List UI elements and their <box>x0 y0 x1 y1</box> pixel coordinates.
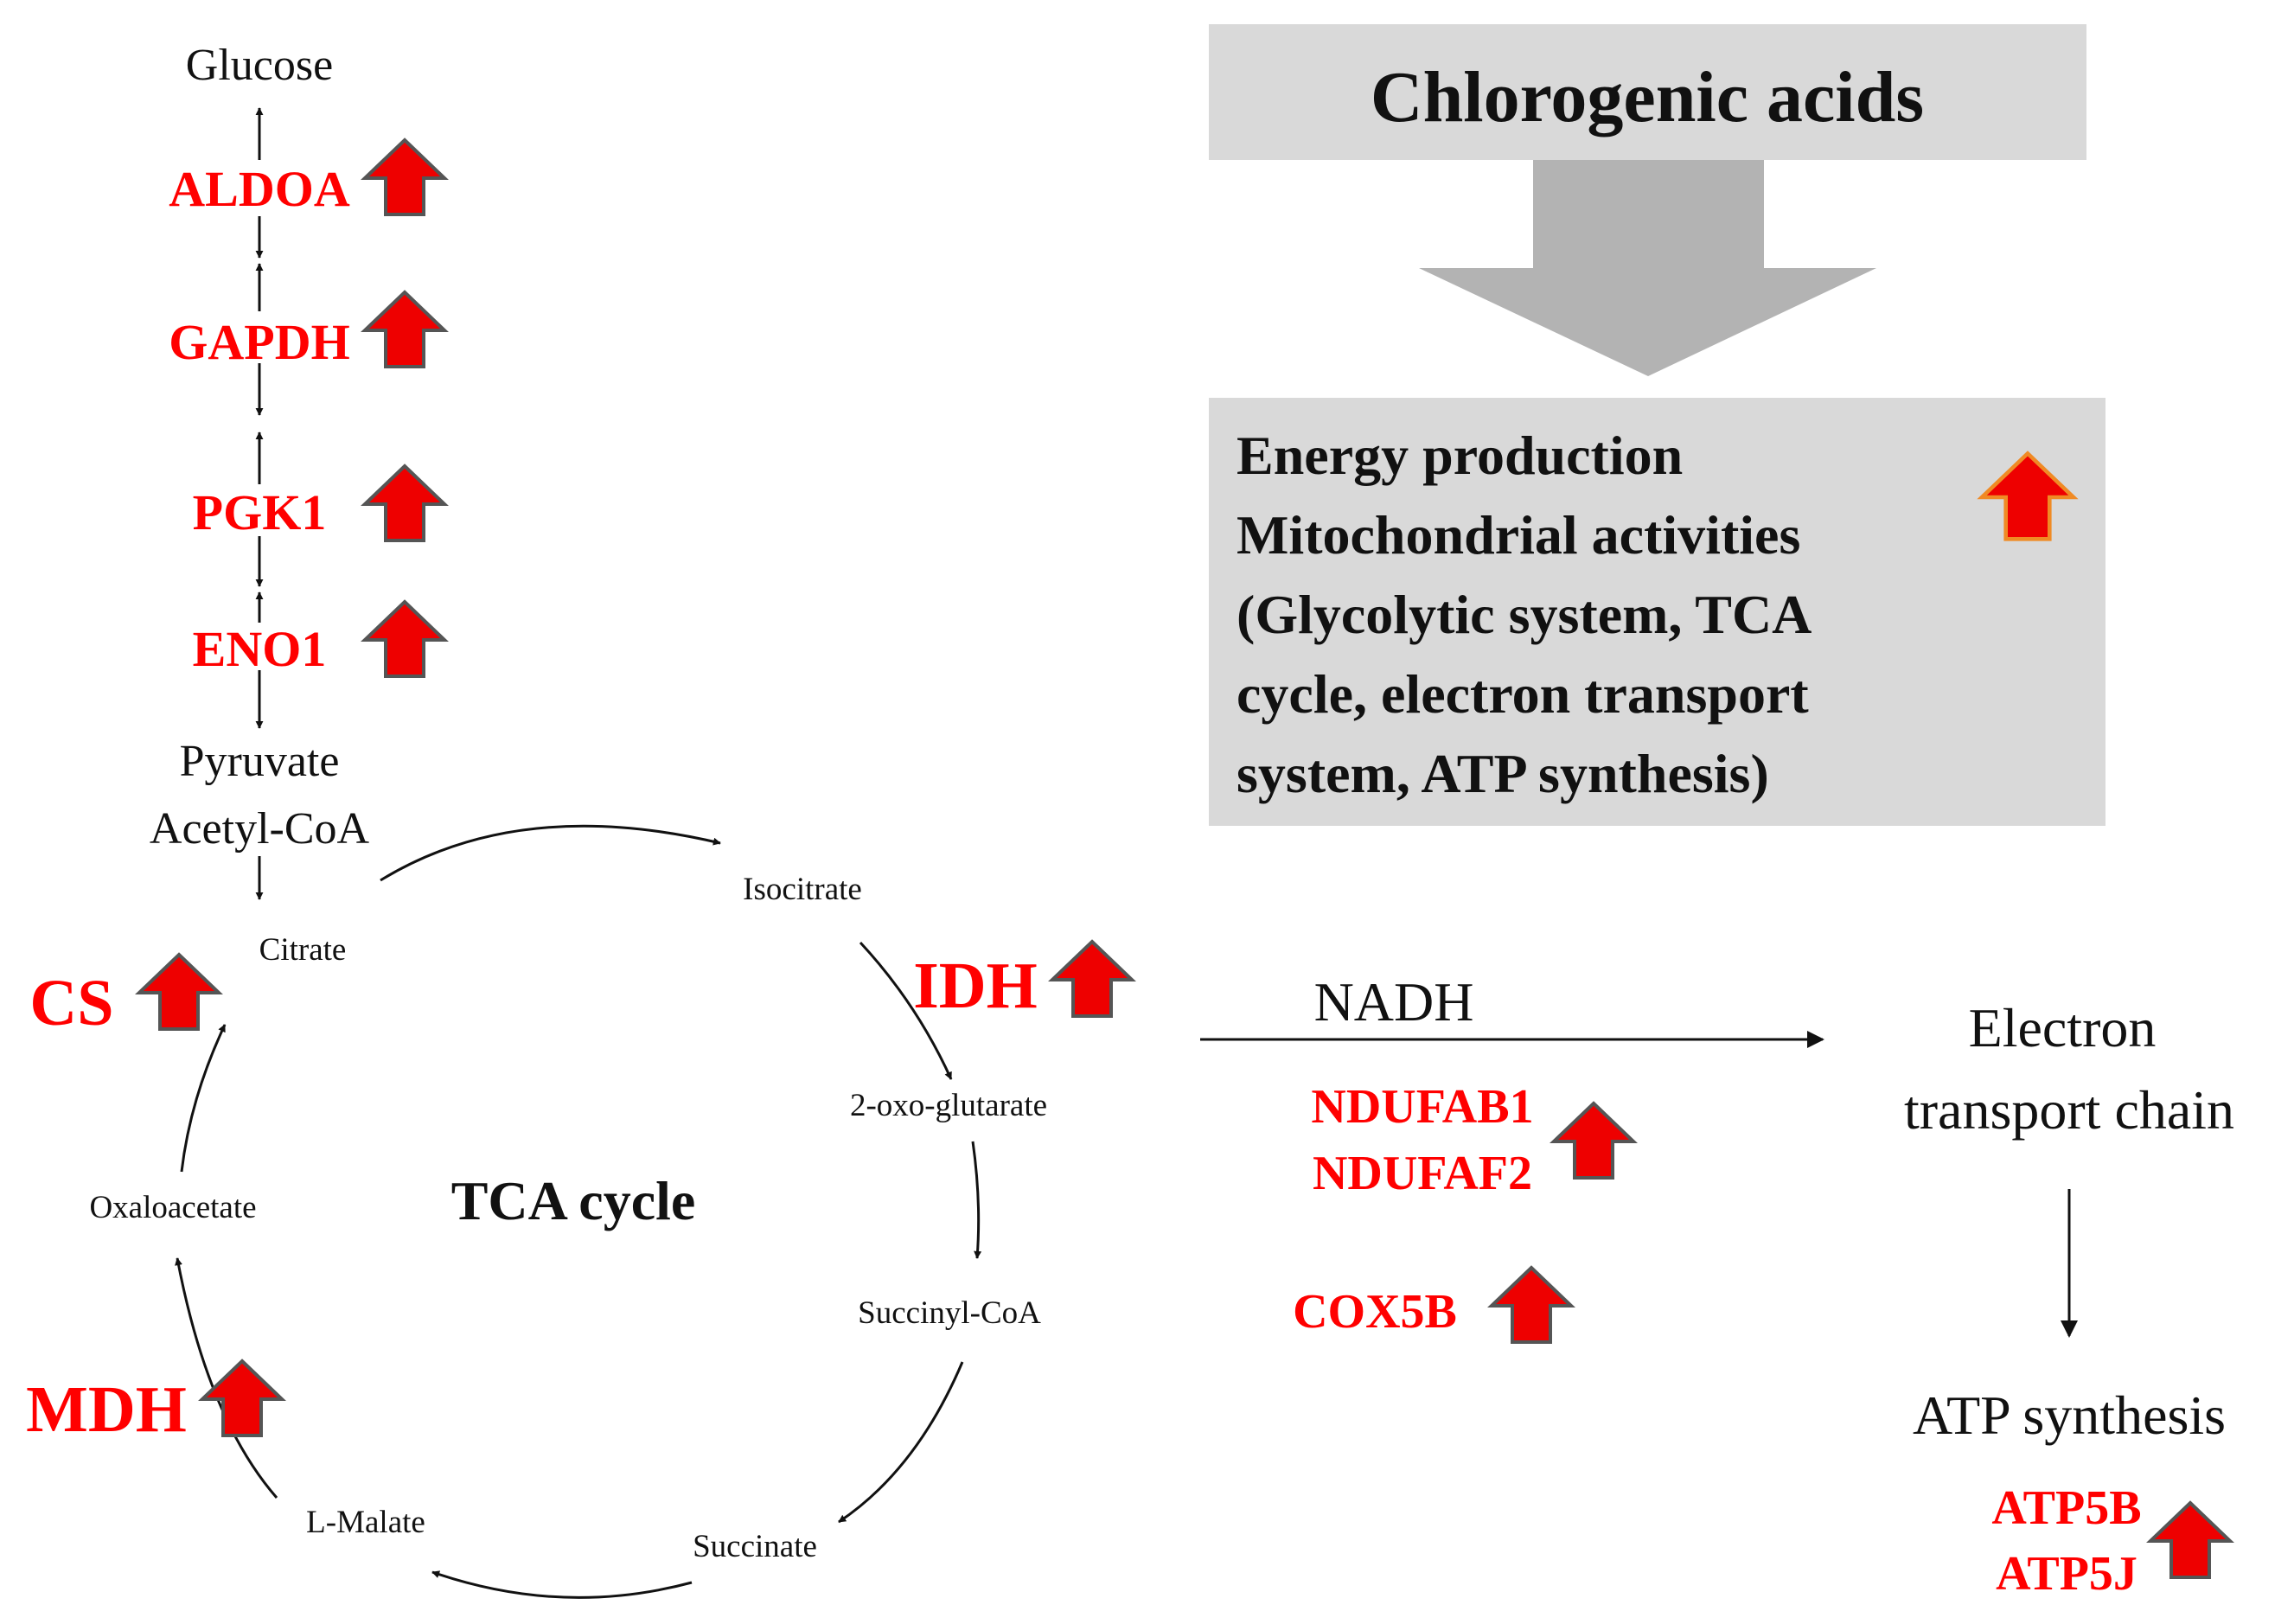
up-arrow-icon <box>363 138 446 216</box>
effect-line-3: (Glycolytic system, TCA <box>1236 584 1812 645</box>
effects-box <box>1209 398 2105 826</box>
effect-line-5: system, ATP synthesis) <box>1236 743 1769 804</box>
effect-line-4: cycle, electron transport <box>1236 663 1809 725</box>
metabolite-oxaloacetate: Oxaloacetate <box>89 1190 256 1225</box>
up-arrow-icon <box>2149 1501 2232 1579</box>
enzyme-eno1: ENO1 <box>193 621 327 677</box>
gene-ndufaf2: NDUFAF2 <box>1313 1147 1532 1200</box>
up-arrow-icon <box>363 464 446 542</box>
gene-ndufab1: NDUFAB1 <box>1311 1080 1533 1134</box>
metabolite-citrate: Citrate <box>259 932 347 968</box>
up-arrow-icon <box>1051 940 1134 1018</box>
electron-transport-line2: transport chain <box>1904 1079 2234 1141</box>
gene-atp5j: ATP5J <box>1996 1547 2137 1601</box>
compound-box <box>1209 24 2086 160</box>
gene-atp5b: ATP5B <box>1991 1481 2141 1535</box>
enzyme-gapdh: GAPDH <box>169 314 349 370</box>
big-down-arrow <box>1419 160 1876 376</box>
up-arrow-icon <box>363 291 446 368</box>
metabolite-succinate: Succinate <box>693 1529 817 1564</box>
metabolite-glucose: Glucose <box>186 41 333 90</box>
up-arrow-icon <box>201 1359 284 1437</box>
metabolite-l-malate: L-Malate <box>306 1505 425 1540</box>
metabolite-succinyl-coa: Succinyl-CoA <box>858 1295 1041 1331</box>
tca-cycle-label: TCA cycle <box>451 1170 696 1231</box>
metabolite-acetyl-coa: Acetyl-CoA <box>150 804 370 854</box>
compound-title: Chlorogenic acids <box>1371 57 1924 137</box>
effect-line-2: Mitochondrial activities <box>1236 504 1800 566</box>
up-arrow-icon <box>1552 1102 1635 1180</box>
up-arrow-icon <box>363 600 446 678</box>
enzyme-mdh: MDH <box>26 1373 187 1446</box>
enzyme-pgk1: PGK1 <box>193 484 327 540</box>
tca-arrows <box>175 824 982 1599</box>
effects-text: Energy production Mitochondrial activiti… <box>1236 425 1823 804</box>
metabolite-2-oxo-glutarate: 2-oxo-glutarate <box>850 1088 1047 1123</box>
effect-line-1: Energy production <box>1236 425 1683 486</box>
electron-transport-line1: Electron <box>1969 997 2157 1058</box>
atp-synthesis-label: ATP synthesis <box>1913 1384 2226 1446</box>
metabolite-pyruvate: Pyruvate <box>180 737 340 786</box>
enzyme-aldoa: ALDOA <box>169 161 350 217</box>
electron-transport-label: Electron transport chain <box>1904 997 2234 1141</box>
up-arrow-icon <box>1490 1266 1573 1344</box>
up-arrow-icon <box>1977 451 2079 541</box>
up-arrow-icon <box>137 953 220 1031</box>
enzyme-cs: CS <box>29 967 113 1039</box>
gene-cox5b: COX5B <box>1293 1285 1457 1339</box>
enzyme-idh: IDH <box>913 949 1038 1022</box>
metabolite-isocitrate: Isocitrate <box>743 872 862 907</box>
nadh-label: NADH <box>1314 971 1474 1033</box>
